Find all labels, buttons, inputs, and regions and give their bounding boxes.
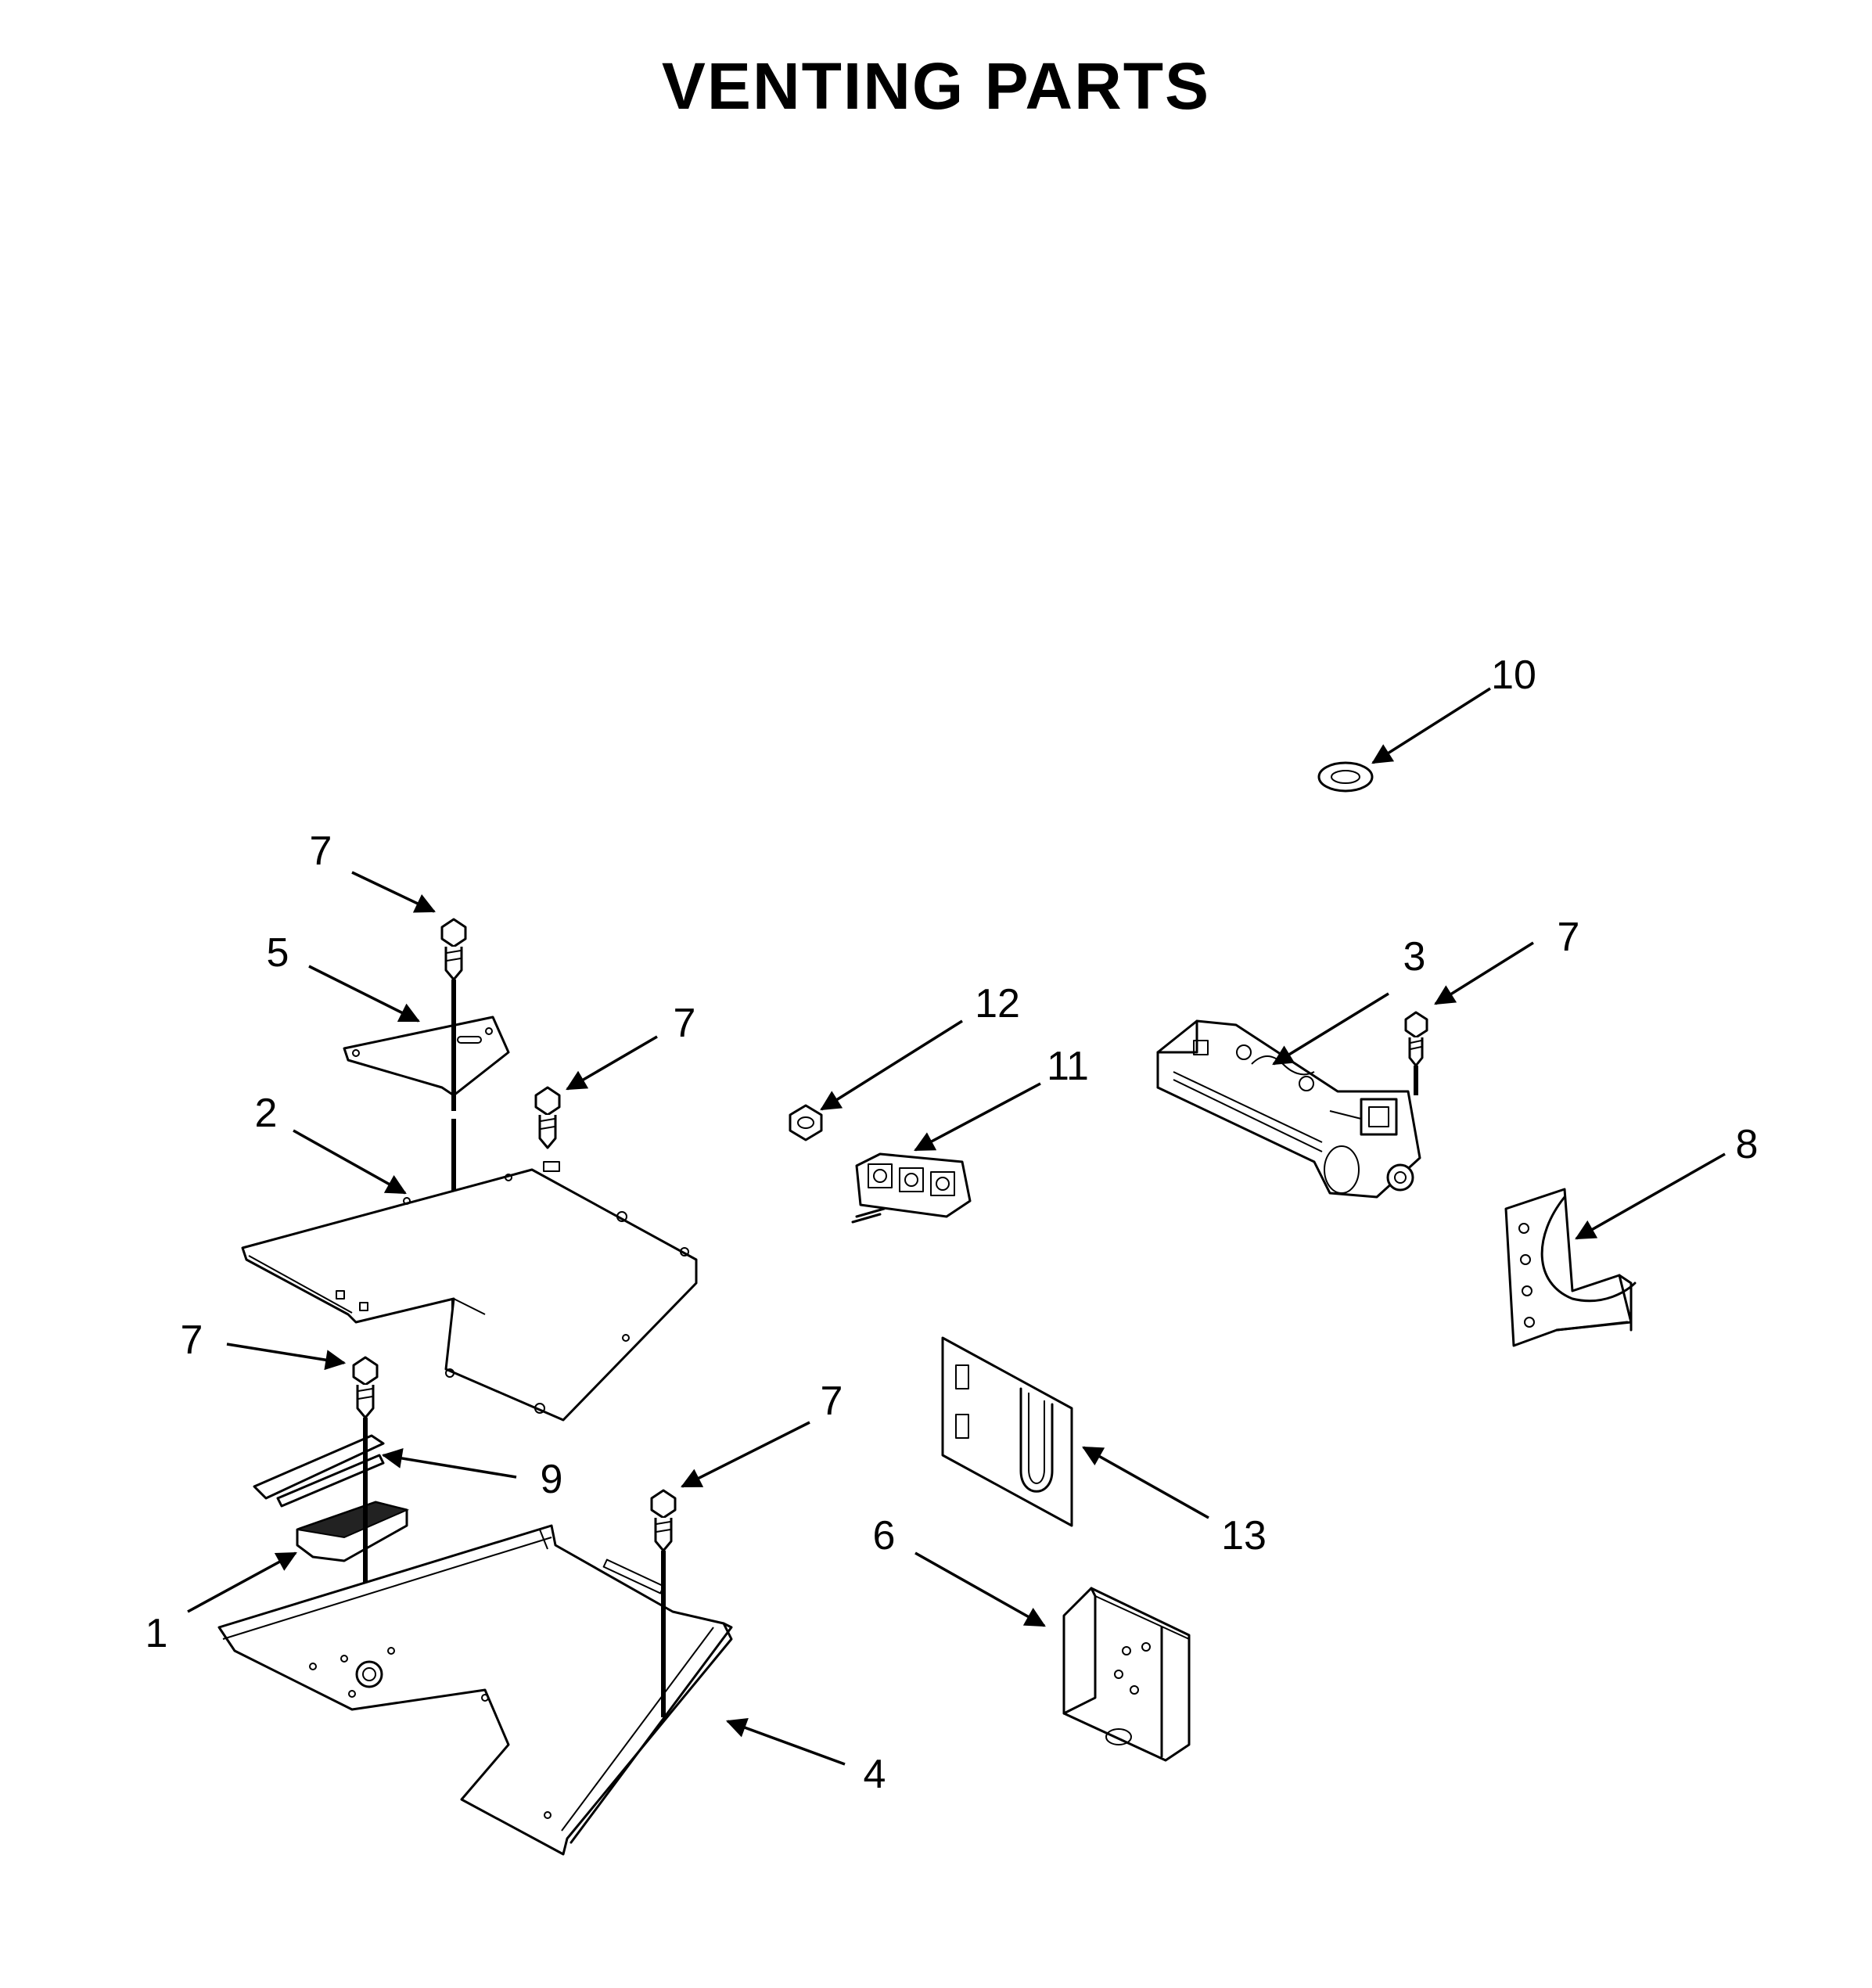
callout-10: 10 — [1491, 652, 1536, 698]
part-12-nut — [789, 1104, 823, 1141]
callout-6: 6 — [873, 1513, 896, 1558]
callout-7-top: 7 — [310, 829, 332, 874]
leader-13 — [1082, 1446, 1209, 1519]
leader-9 — [381, 1448, 517, 1479]
leader-12 — [820, 1019, 963, 1111]
leader-lines — [187, 687, 1726, 1766]
callout-9: 9 — [541, 1457, 563, 1502]
part-4-base-panel — [217, 1524, 733, 1856]
leader-11 — [914, 1082, 1041, 1152]
part-13-plate — [941, 1336, 1073, 1527]
leader-3 — [1272, 992, 1389, 1066]
part-7-screw-lower — [650, 1489, 677, 1717]
leader-4 — [725, 1717, 846, 1766]
part-5-small-plate — [343, 1016, 510, 1097]
leader-7-lower — [681, 1421, 810, 1488]
part-6-box — [1062, 1587, 1191, 1762]
leader-6 — [914, 1551, 1046, 1627]
part-8-bracket — [1504, 1188, 1637, 1347]
callout-7-right: 7 — [1558, 915, 1580, 960]
part-11-terminal-block — [851, 1152, 972, 1224]
leader-1 — [187, 1551, 297, 1613]
part-10-gasket-ring — [1317, 761, 1374, 793]
callout-4: 4 — [864, 1752, 886, 1797]
leader-8 — [1575, 1152, 1726, 1240]
callout-7-left: 7 — [181, 1318, 203, 1363]
leader-10 — [1371, 687, 1491, 764]
callout-2: 2 — [255, 1091, 278, 1136]
callout-12: 12 — [975, 981, 1020, 1026]
callout-7-lower: 7 — [821, 1379, 843, 1424]
leader-7-top — [351, 871, 436, 913]
leader-7-middle — [566, 1035, 658, 1091]
callout-13: 13 — [1221, 1513, 1267, 1558]
page-title: VENTING PARTS — [661, 49, 1211, 123]
leader-7-right — [1434, 941, 1534, 1005]
leader-5 — [308, 965, 420, 1023]
part-7-screw-left — [352, 1356, 379, 1419]
leader-2 — [293, 1129, 407, 1195]
callout-7-middle: 7 — [674, 1001, 696, 1046]
callout-5: 5 — [267, 930, 289, 976]
callout-1: 1 — [146, 1611, 168, 1656]
callout-11: 11 — [1047, 1044, 1089, 1089]
callout-3: 3 — [1403, 934, 1426, 980]
part-7-screw-right — [1404, 1011, 1428, 1095]
callout-8: 8 — [1736, 1122, 1759, 1167]
callout-labels: 10 12 11 3 7 8 13 6 7 5 7 2 7 9 1 7 4 — [146, 652, 1759, 1797]
part-2-large-panel — [241, 1161, 698, 1422]
part-7-screw-middle — [534, 1086, 561, 1149]
leader-7-left — [226, 1343, 347, 1371]
part-3-vent-fan-assembly — [1156, 1019, 1421, 1199]
